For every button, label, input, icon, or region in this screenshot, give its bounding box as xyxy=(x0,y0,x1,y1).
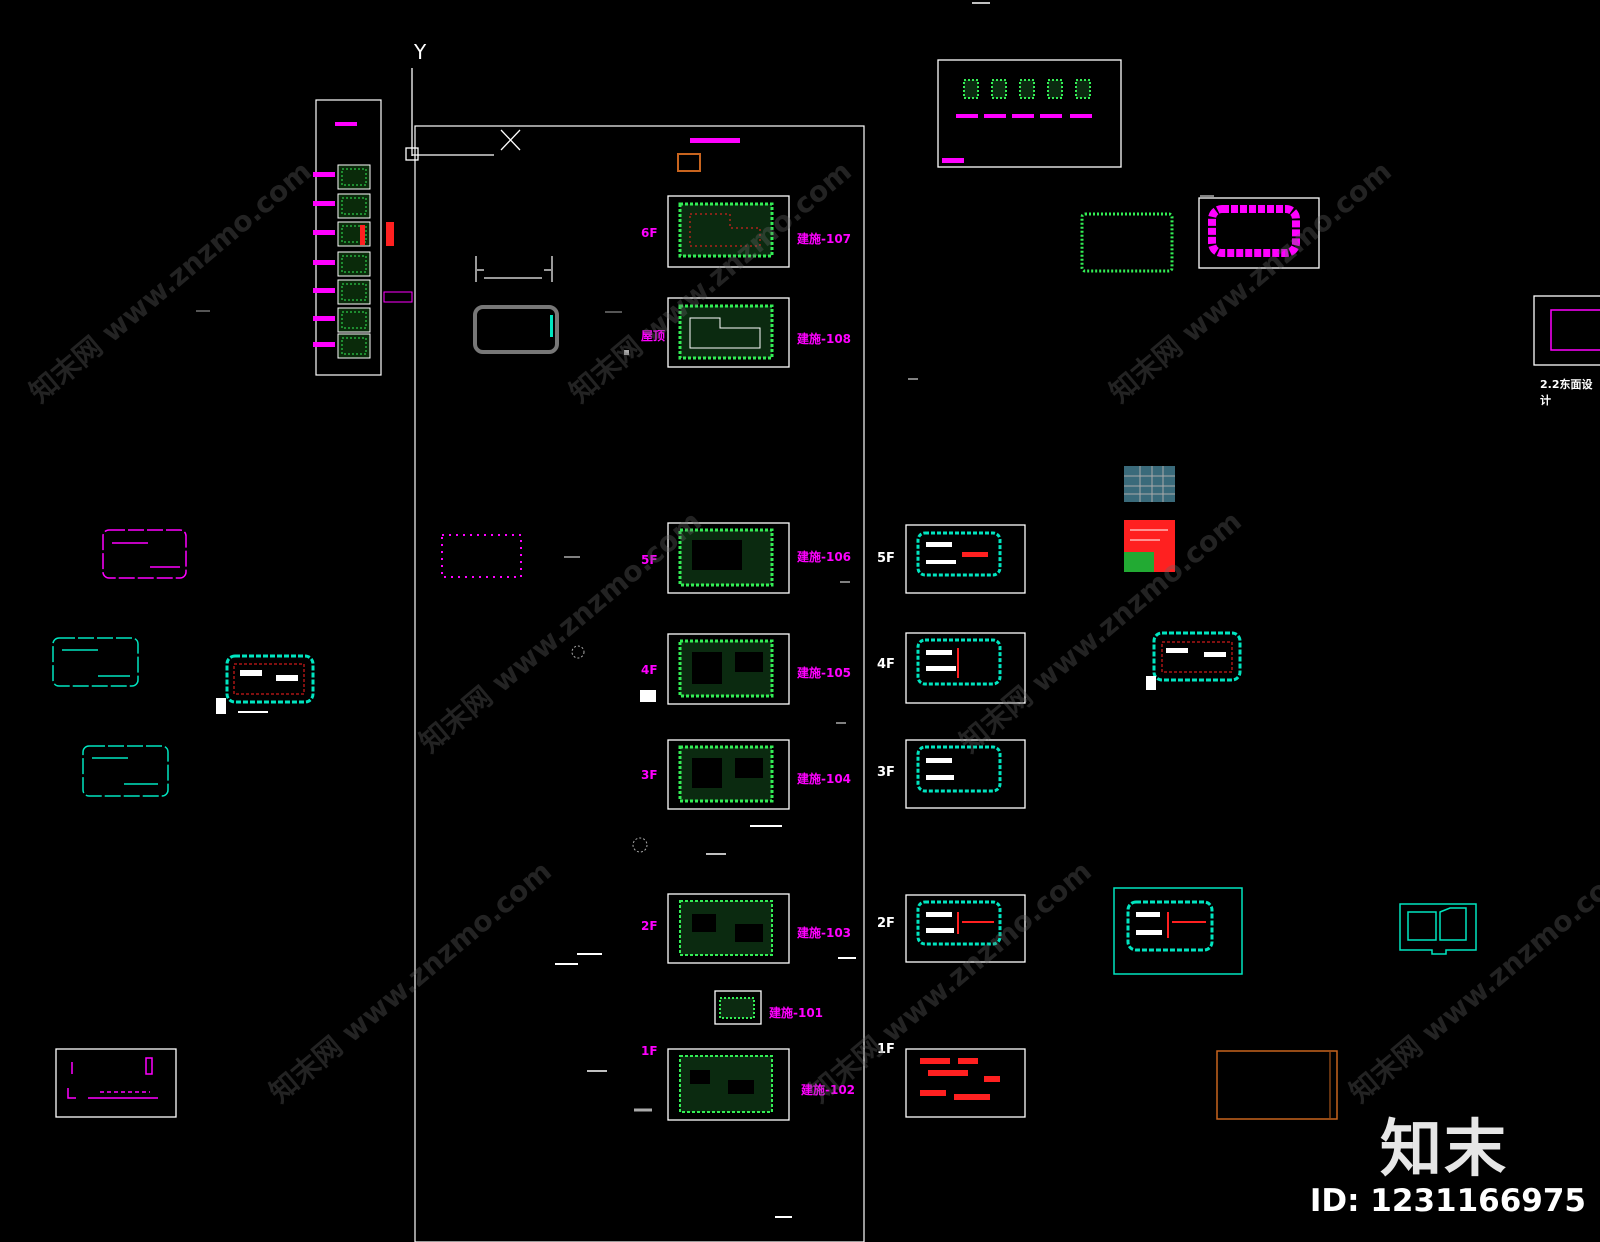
legend-block xyxy=(677,153,701,172)
right-plan-sheet xyxy=(905,524,1026,594)
top-right-index-sheet[interactable] xyxy=(937,59,1122,168)
floor-label: 6F xyxy=(641,226,658,240)
sheet-label[interactable]: 建施-107 xyxy=(797,232,852,246)
ucs-axis xyxy=(405,68,521,161)
plan-sheet xyxy=(667,739,790,810)
plan-sheet xyxy=(667,297,790,368)
floor-label: 5F xyxy=(641,553,658,567)
sheet-label[interactable]: 建施-102 xyxy=(801,1083,856,1097)
green-dotted-outline[interactable] xyxy=(1080,212,1174,273)
sheet-label[interactable]: 建施-101 xyxy=(769,1006,824,1020)
right-plan-sheet xyxy=(905,739,1026,809)
floor-label: 1F xyxy=(641,1044,658,1058)
sheet-label[interactable]: 建施-108 xyxy=(797,332,852,346)
left-detail-outlines[interactable] xyxy=(52,529,187,797)
right-floor-label: 3F xyxy=(877,765,895,780)
sheet-label[interactable]: 建施-105 xyxy=(797,666,852,680)
watermark-id: ID: 1231166975 xyxy=(1309,1183,1586,1219)
plan-sheet-small xyxy=(714,990,762,1025)
sheet-list-panel[interactable] xyxy=(313,99,413,376)
plan-sheet xyxy=(667,893,790,964)
schedule-thumbnails[interactable] xyxy=(1124,466,1175,572)
left-bottom-detail[interactable] xyxy=(55,1048,177,1118)
magenta-outline-sheet[interactable] xyxy=(1198,195,1320,269)
right-plan-sheet xyxy=(905,1048,1026,1118)
main-layout-frame[interactable] xyxy=(414,125,865,1242)
sheet-label[interactable]: 建施-103 xyxy=(797,926,852,940)
gray-detail-shapes[interactable] xyxy=(473,256,629,355)
right-floor-label: 5F xyxy=(877,551,895,566)
left-floor-plan[interactable] xyxy=(216,654,315,714)
plan-sheet xyxy=(640,633,790,705)
sheet-label[interactable]: 建施-104 xyxy=(797,772,852,786)
sheet-label[interactable]: 建施-106 xyxy=(797,550,852,564)
right-mid-plan[interactable] xyxy=(1146,631,1242,690)
floor-label: 3F xyxy=(641,768,658,782)
right-floor-label: 4F xyxy=(877,657,895,672)
sheet-title-bar xyxy=(690,138,740,143)
floor-label: 4F xyxy=(641,663,658,677)
cyan-outline-shape[interactable] xyxy=(1399,903,1477,955)
orange-empty-sheet[interactable] xyxy=(1216,1050,1338,1120)
center-floor-plans[interactable] xyxy=(634,195,856,1218)
watermark-logo: 知末 xyxy=(1379,1112,1508,1185)
right-floor-label: 1F xyxy=(877,1042,895,1057)
right-plan-sheet xyxy=(905,632,1026,704)
plan-sheet xyxy=(667,522,790,594)
magenta-dotted-outline[interactable] xyxy=(441,534,522,578)
floor-label: 屋顶 xyxy=(641,329,666,343)
plan-sheet xyxy=(667,1048,790,1121)
right-2f-framed-plan[interactable] xyxy=(1113,887,1243,975)
y-axis-label: Y xyxy=(414,40,427,64)
right-floor-plans[interactable] xyxy=(905,524,1026,1118)
right-plan-sheet xyxy=(905,894,1026,963)
floor-label: 2F xyxy=(641,919,658,933)
plan-sheet xyxy=(667,195,790,268)
side-sheet-label: 2.2东面设计 xyxy=(1540,378,1593,407)
right-floor-label: 2F xyxy=(877,916,895,931)
right-edge-sheet[interactable] xyxy=(1533,295,1600,366)
